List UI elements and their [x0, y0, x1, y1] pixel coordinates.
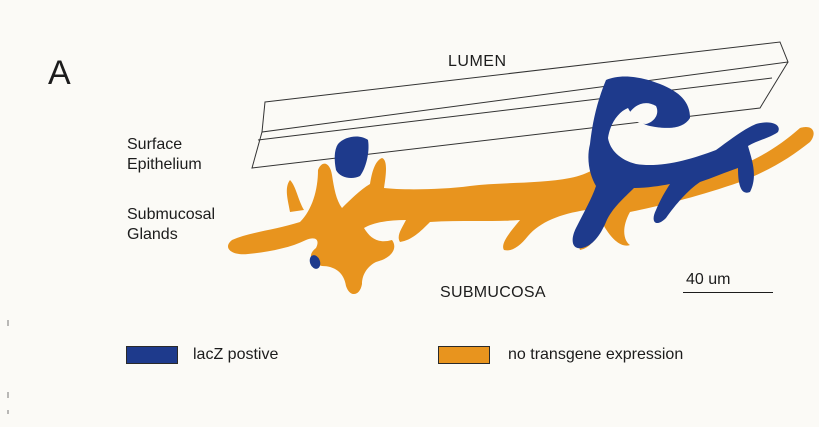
- lumen-label: LUMEN: [448, 54, 507, 70]
- blue-gland-cluster: [573, 77, 779, 249]
- surface-epithelium-label: Surface Epithelium: [127, 135, 247, 175]
- orange-branch-upper-left: [287, 180, 304, 212]
- legend-swatch-no-expression: [438, 346, 490, 364]
- legend-label-no-expression: no transgene expression: [508, 346, 683, 364]
- legend-swatch-lacz: [126, 346, 178, 364]
- submucosal-glands-label: Submucosal Glands: [127, 205, 257, 245]
- panel-label: A: [48, 56, 71, 90]
- blue-epithelium-patch: [335, 137, 369, 178]
- submucosa-label: SUBMUCOSA: [440, 285, 546, 301]
- scale-bar: [683, 292, 773, 293]
- scale-label: 40 um: [686, 272, 730, 288]
- legend-label-lacz: lacZ postive: [193, 346, 278, 364]
- surface-epithelium-outline: [252, 42, 788, 168]
